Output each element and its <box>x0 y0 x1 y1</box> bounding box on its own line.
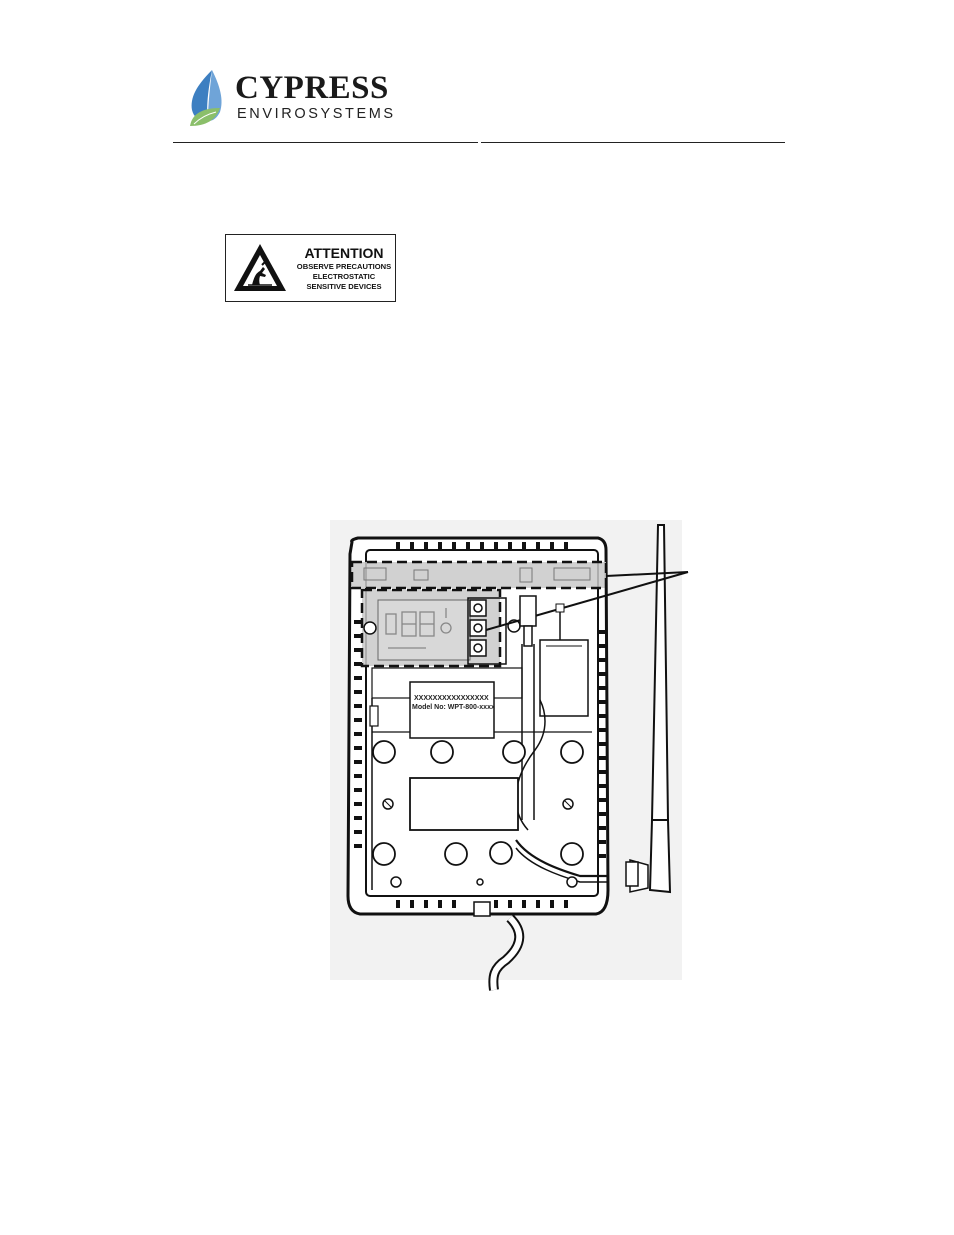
top-circuit-strip <box>352 562 606 588</box>
company-logo: CYPRESS ENVIROSYSTEMS <box>186 68 396 130</box>
brand-name: CYPRESS <box>235 70 389 106</box>
button-column <box>469 599 487 657</box>
esd-line-electrostatic: ELECTROSTATIC <box>312 272 376 281</box>
relay-block <box>539 639 589 717</box>
leaf-logo-icon <box>190 70 222 126</box>
brand-subtitle: ENVIROSYSTEMS <box>237 106 396 122</box>
lcd-display <box>377 599 471 661</box>
left-vents <box>354 620 362 848</box>
header-divider-gap <box>478 141 481 144</box>
mounting-holes <box>372 740 584 866</box>
right-vents <box>598 630 606 858</box>
top-vents <box>396 542 568 550</box>
center-window <box>409 777 519 831</box>
esd-title: ATTENTION <box>304 245 384 261</box>
model-number: Model No: WPT-800-xxxx <box>412 704 495 711</box>
bottom-vents <box>396 900 568 908</box>
serial-label-box <box>409 681 495 739</box>
serial-number: XXXXXXXXXXXXXXXX <box>414 695 489 702</box>
esd-line-precautions: OBSERVE PRECAUTIONS <box>296 262 392 271</box>
esd-attention-label: ATTENTION OBSERVE PRECAUTIONS ELECTROSTA… <box>225 234 396 302</box>
esd-line-devices: SENSITIVE DEVICES <box>306 282 382 291</box>
device-diagram: XXXXXXXXXXXXXXXX Model No: WPT-800-xxxx <box>330 520 690 995</box>
thermostat-back-drawing <box>330 520 689 991</box>
esd-warning-icon <box>234 244 286 291</box>
